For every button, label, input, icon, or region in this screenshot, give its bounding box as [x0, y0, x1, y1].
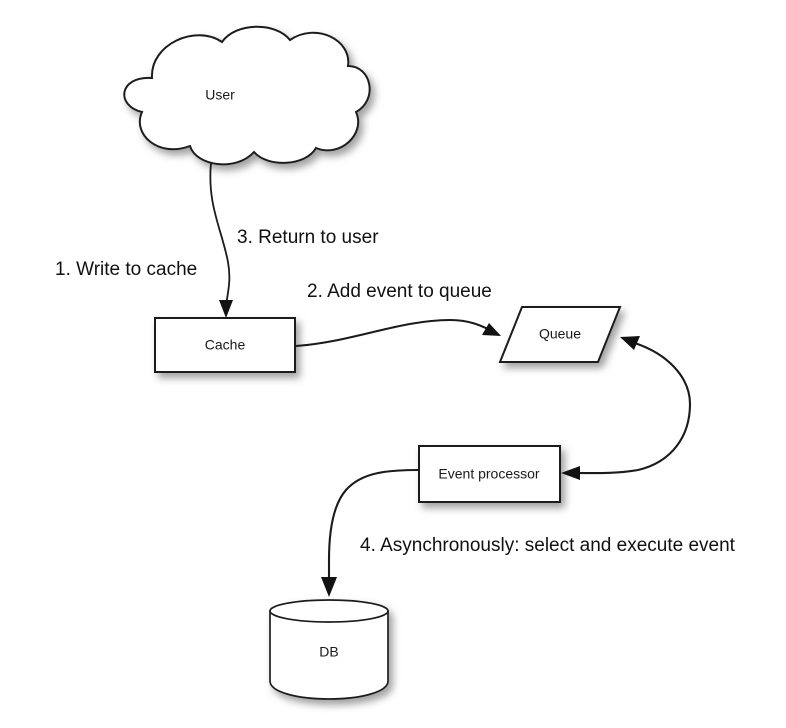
arrowhead-into-queue-from-processor: [620, 336, 640, 350]
step-label-4: 4. Asynchronously: select and execute ev…: [360, 535, 736, 556]
step-label-3: 3. Return to user: [237, 227, 379, 248]
edge-user-to-cache: [209, 162, 233, 318]
step-label-1: 1. Write to cache: [55, 259, 197, 280]
node-db[interactable]: [269, 599, 389, 700]
step-label-2: 2. Add event to queue: [307, 281, 492, 302]
node-user-label: User: [205, 87, 235, 103]
node-db-label: DB: [319, 644, 338, 660]
node-cache-label: Cache: [205, 337, 246, 353]
arrowhead-into-cache: [219, 300, 233, 318]
edge-cache-to-queue: [294, 318, 501, 348]
arrowhead-into-db: [321, 577, 337, 597]
node-queue[interactable]: Queue: [498, 306, 622, 363]
node-event-processor-label: Event processor: [438, 466, 539, 482]
node-cache[interactable]: Cache: [154, 317, 296, 373]
edge-event-processor-to-db: [321, 468, 421, 597]
node-event-processor[interactable]: Event processor: [418, 445, 561, 503]
node-queue-label: Queue: [539, 326, 581, 342]
edge-queue-to-event-processor: [561, 336, 692, 480]
node-user[interactable]: User: [123, 25, 371, 166]
arrowhead-into-event-processor: [561, 466, 580, 480]
arrowhead-into-queue-from-cache: [482, 323, 501, 336]
